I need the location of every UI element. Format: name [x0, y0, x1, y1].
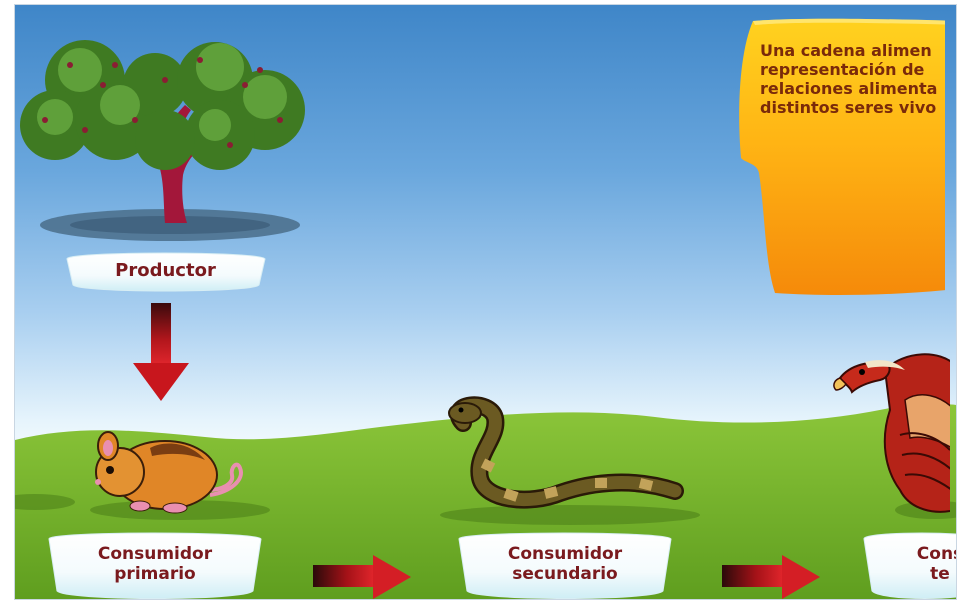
primary-consumer-tag	[48, 532, 262, 599]
tertiary-consumer-tag	[863, 532, 956, 599]
arrow-right-icon	[313, 555, 411, 599]
food-chain-scene: Una cadena alimen representación de rela…	[14, 4, 957, 600]
tertiary-consumer-line1: Cons	[916, 544, 956, 565]
secondary-consumer-label: Consumidor secundario	[455, 537, 675, 593]
secondary-consumer-tag	[458, 532, 672, 599]
info-line: relaciones alimenta	[760, 79, 938, 98]
info-line: representación de	[760, 60, 925, 79]
info-line: Una cadena alimen	[760, 41, 932, 60]
info-line: distintos seres vivo	[760, 98, 937, 117]
tertiary-consumer-label: Cons te	[860, 537, 956, 593]
snake-icon	[448, 396, 684, 509]
info-box-text: Una cadena alimen representación de rela…	[760, 41, 956, 117]
secondary-consumer-line1: Consumidor	[507, 544, 623, 565]
producer-label: Productor	[115, 259, 216, 281]
primary-consumer-label: Consumidor primario	[45, 537, 265, 593]
mouse-icon	[95, 431, 243, 514]
arrow-down-icon	[133, 303, 189, 401]
primary-consumer-line2: primario	[114, 564, 196, 584]
eagle-icon	[833, 353, 950, 513]
info-box	[739, 18, 945, 296]
primary-consumer-line1: Consumidor	[97, 544, 213, 565]
tertiary-consumer-line2: te	[930, 564, 950, 584]
arrow-right-icon	[722, 555, 820, 599]
tree-icon	[20, 40, 305, 241]
producer-tag	[66, 252, 266, 292]
secondary-consumer-line2: secundario	[512, 564, 618, 584]
